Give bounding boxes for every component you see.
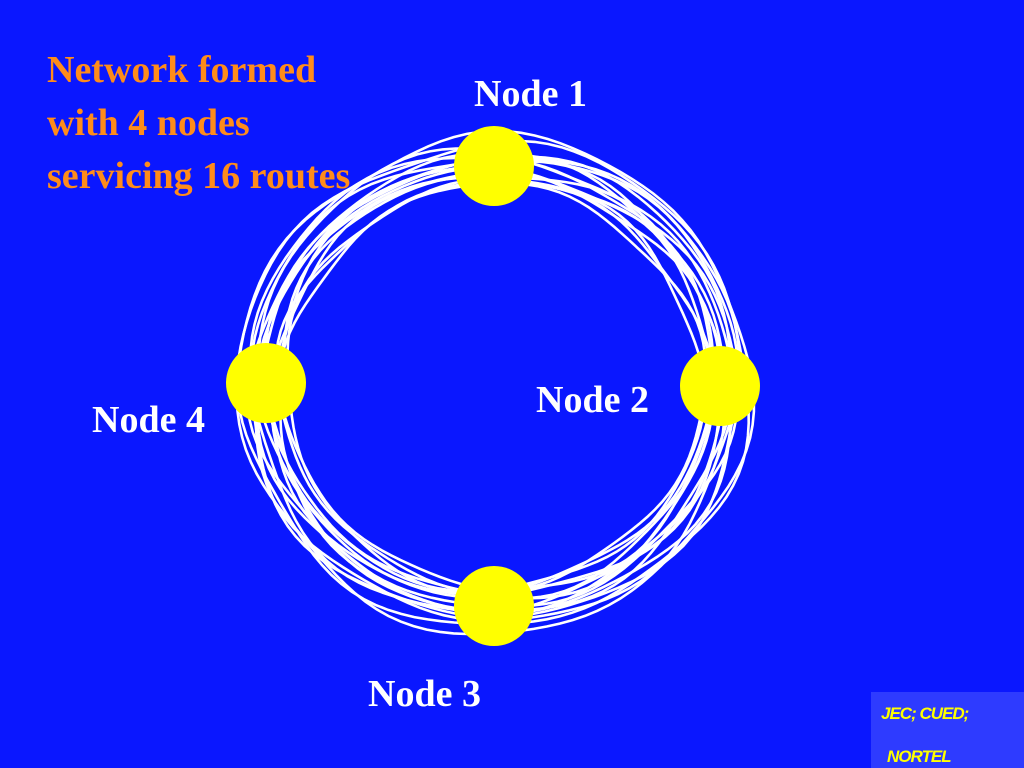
title-line-3: servicing 16 routes (47, 155, 351, 197)
node-2-label: Node 2 (536, 379, 649, 421)
node-3-circle (454, 566, 534, 646)
title-line-2: with 4 nodes (47, 102, 250, 144)
footer-credit-box: JEC; CUED; NORTEL (871, 692, 1024, 768)
slide-title: Network formed with 4 nodes servicing 16… (47, 44, 350, 203)
node-2-circle (680, 346, 760, 426)
network-nodes (226, 126, 760, 646)
footer-line-2: NORTEL (887, 747, 952, 766)
node-1-circle (454, 126, 534, 206)
node-4-circle (226, 343, 306, 423)
node-4-label: Node 4 (92, 399, 205, 441)
route-line (249, 155, 733, 615)
title-line-1: Network formed (47, 49, 317, 91)
node-3-label: Node 3 (368, 673, 481, 715)
footer-line-1: JEC; CUED; (881, 704, 969, 723)
route-line (235, 129, 756, 636)
route-line (248, 156, 741, 619)
route-lines (235, 129, 756, 636)
node-1-label: Node 1 (474, 73, 587, 115)
